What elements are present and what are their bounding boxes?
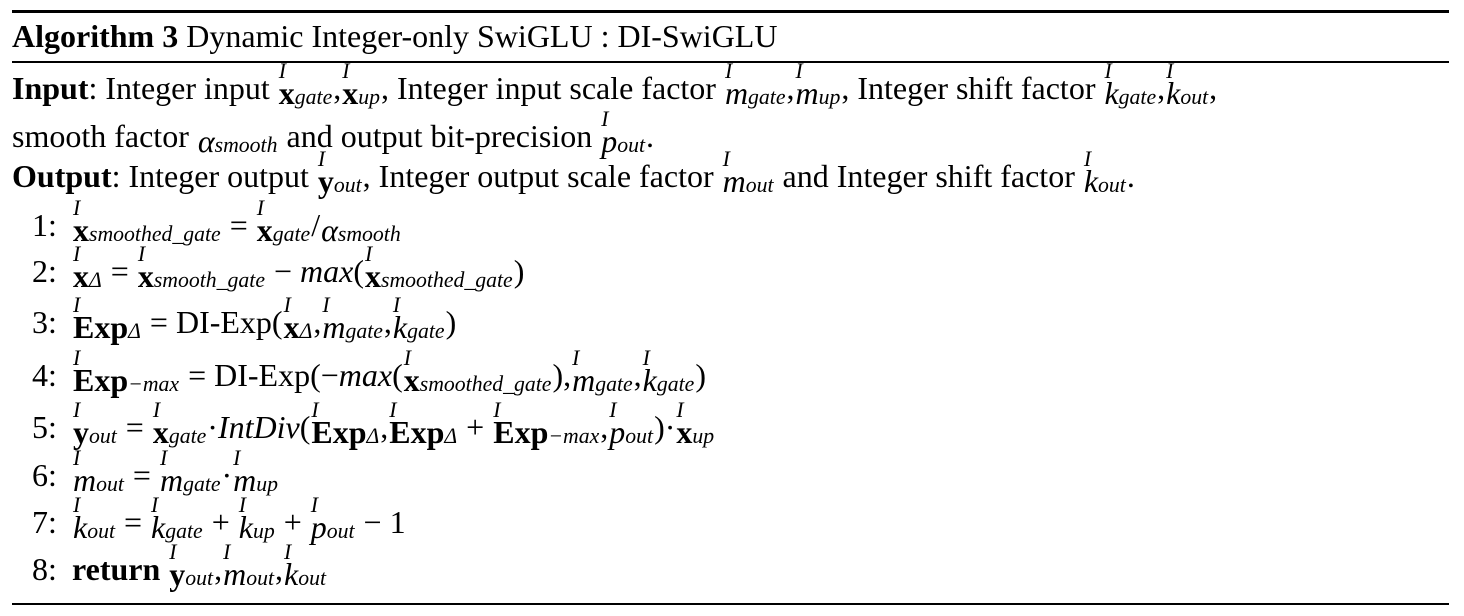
step-number: 8: <box>32 551 57 587</box>
step-number: 5: <box>32 409 57 445</box>
bit-precision-text: and output bit-precision <box>286 118 593 154</box>
output-label: Output <box>12 158 112 194</box>
step-number: 3: <box>32 304 57 340</box>
output-scale-text: , Integer output scale factor <box>362 158 714 194</box>
return-keyword: return <box>72 551 161 587</box>
alpha-smooth-symbol: αsmooth <box>197 122 278 159</box>
input-line-2: smooth factor αsmooth and output bit-pre… <box>12 106 654 159</box>
output-shift-text: and Integer shift factor <box>782 158 1075 194</box>
title-rule <box>12 61 1449 63</box>
input-text: : Integer input <box>88 70 270 106</box>
algorithm-label: Algorithm 3 <box>12 18 179 54</box>
smooth-factor-text: smooth factor <box>12 118 189 154</box>
input-shift-text: , Integer shift factor <box>841 70 1096 106</box>
step-number: 6: <box>32 457 57 493</box>
step-number: 7: <box>32 504 57 540</box>
algorithm-name: Dynamic Integer-only SwiGLU : DI-SwiGLU <box>186 18 778 54</box>
top-rule <box>12 10 1449 13</box>
step-number: 1: <box>32 207 57 243</box>
input-scale-text: , Integer input scale factor <box>380 70 716 106</box>
algorithm-title: Algorithm 3 Dynamic Integer-only SwiGLU … <box>12 14 777 58</box>
input-label: Input <box>12 70 89 106</box>
step-number: 2: <box>32 253 57 289</box>
step-number: 4: <box>32 357 57 393</box>
output-text: : Integer output <box>111 158 309 194</box>
bottom-rule <box>12 603 1449 605</box>
